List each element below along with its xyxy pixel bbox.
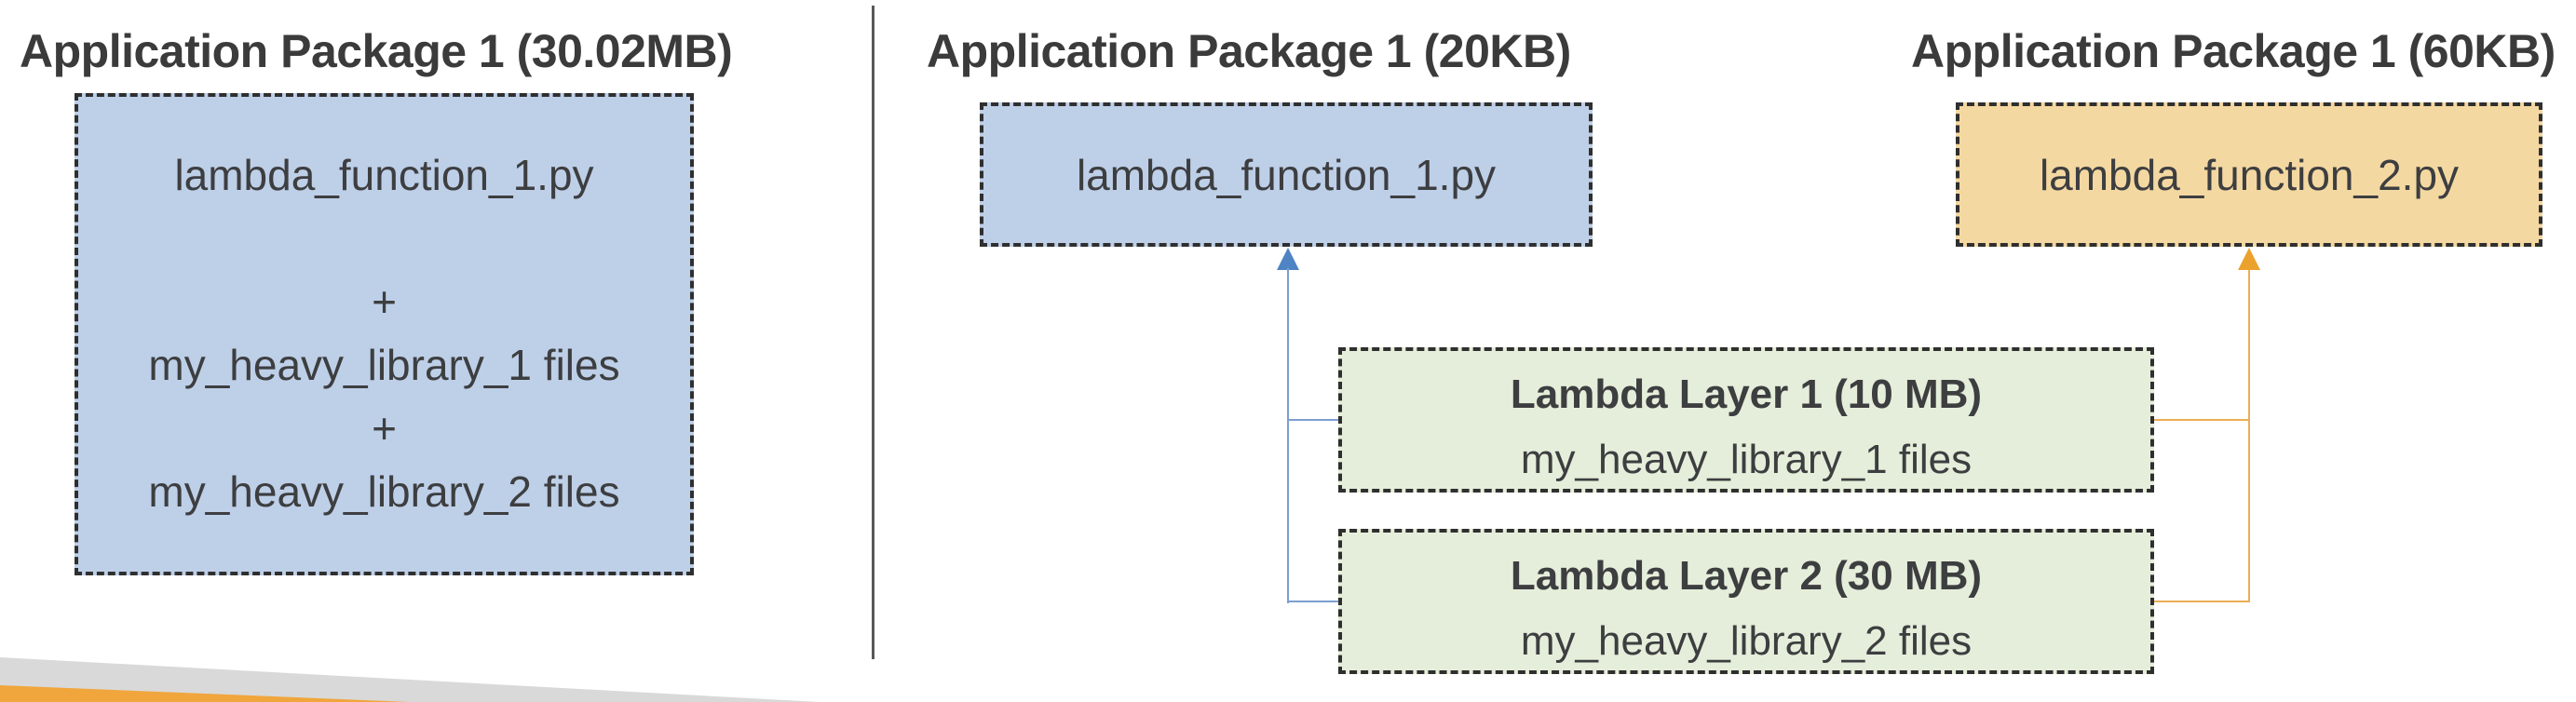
section-divider-line xyxy=(872,6,874,659)
blue-branch-line-layer-2 xyxy=(1288,601,1338,602)
orange-arrow-head-icon xyxy=(2238,248,2260,270)
package-file-line: my_heavy_library_2 files xyxy=(148,467,620,516)
package-file-line: lambda_function_1.py xyxy=(174,151,594,199)
app-package-20kb-title: Application Package 1 (20KB) xyxy=(927,25,1571,77)
package-file-line: my_heavy_library_1 files xyxy=(148,341,620,389)
layer-files: my_heavy_library_2 files xyxy=(1520,618,1973,664)
lambda-layer-2-box: Lambda Layer 2 (30 MB) my_heavy_library_… xyxy=(1338,529,2154,674)
layer-title: Lambda Layer 1 (10 MB) xyxy=(1510,371,1983,417)
blue-arrow-head-icon xyxy=(1277,248,1299,270)
layer-files: my_heavy_library_1 files xyxy=(1520,437,1973,482)
app-package-large-box: lambda_function_1.py + my_heavy_library_… xyxy=(75,93,694,575)
package-file-line: lambda_function_1.py xyxy=(1076,150,1497,199)
package-file-line: lambda_function_2.py xyxy=(2039,150,2460,199)
plus-sign: + xyxy=(372,277,397,326)
orange-arrow-line xyxy=(2248,268,2250,602)
lambda-function-2-box: lambda_function_2.py xyxy=(1956,102,2542,247)
orange-branch-line-layer-1 xyxy=(2154,419,2249,421)
app-package-60kb-title: Application Package 1 (60KB) xyxy=(1911,25,2556,77)
blue-arrow-line xyxy=(1287,268,1289,603)
app-package-large-title: Application Package 1 (30.02MB) xyxy=(20,25,733,77)
layer-title: Lambda Layer 2 (30 MB) xyxy=(1510,553,1983,599)
lambda-function-1-box: lambda_function_1.py xyxy=(980,102,1593,247)
orange-branch-line-layer-2 xyxy=(2154,601,2249,602)
plus-sign: + xyxy=(372,404,397,452)
lambda-layer-1-box: Lambda Layer 1 (10 MB) my_heavy_library_… xyxy=(1338,347,2154,493)
blue-branch-line-layer-1 xyxy=(1288,419,1338,421)
